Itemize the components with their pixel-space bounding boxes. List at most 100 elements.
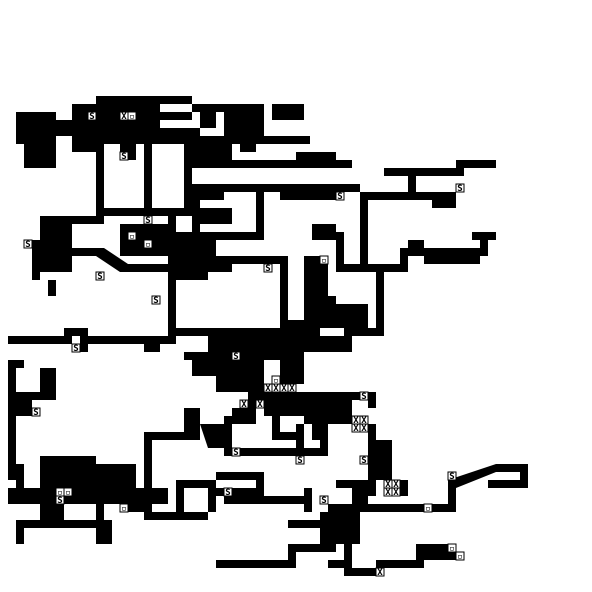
target-tile-glyph: ▫ <box>321 256 326 266</box>
wall <box>96 528 112 544</box>
wall <box>288 520 320 528</box>
crate-tile-glyph: X <box>265 384 271 394</box>
wall <box>248 360 264 408</box>
crate-tile[interactable] <box>287 383 297 393</box>
wall <box>64 328 88 336</box>
wall <box>408 176 416 200</box>
target-tile[interactable] <box>127 111 137 121</box>
start-tile-glyph: S <box>337 192 342 202</box>
wall <box>312 424 328 440</box>
start-tile[interactable] <box>223 487 233 497</box>
target-tile[interactable] <box>455 551 465 561</box>
wall <box>384 168 464 176</box>
wall <box>408 240 424 256</box>
wall <box>360 192 456 200</box>
start-tile[interactable] <box>295 455 305 465</box>
target-tile[interactable] <box>55 487 65 497</box>
wall <box>296 152 336 160</box>
crate-tile[interactable] <box>391 487 401 497</box>
wall <box>216 472 264 480</box>
crate-tile-glyph: X <box>241 400 247 410</box>
wall <box>176 232 200 272</box>
wall <box>192 184 360 192</box>
crate-tile[interactable] <box>255 399 265 409</box>
start-tile[interactable] <box>119 151 129 161</box>
start-tile-glyph: S <box>121 152 126 162</box>
wall <box>200 424 232 448</box>
wall <box>32 240 40 280</box>
crate-tile[interactable] <box>239 399 249 409</box>
start-tile-glyph: S <box>449 472 454 482</box>
wall <box>176 272 208 280</box>
target-tile[interactable] <box>271 375 281 385</box>
wall <box>480 240 488 256</box>
start-tile[interactable] <box>359 455 369 465</box>
wall <box>216 256 288 264</box>
wall <box>144 512 208 520</box>
target-tile-glyph: ▫ <box>65 488 70 498</box>
start-tile[interactable] <box>455 183 465 193</box>
crate-tile-glyph: X <box>121 112 127 122</box>
start-tile[interactable] <box>359 391 369 401</box>
wall <box>176 328 288 336</box>
start-tile[interactable] <box>447 471 457 481</box>
wall <box>8 488 168 504</box>
wall <box>280 192 336 200</box>
wall <box>192 128 200 160</box>
target-tile[interactable] <box>127 231 137 241</box>
wall <box>264 392 376 400</box>
start-tile-glyph: S <box>73 344 78 354</box>
wall <box>160 112 192 120</box>
wall <box>120 504 144 512</box>
wall <box>296 424 304 456</box>
target-tile[interactable] <box>119 503 129 513</box>
wall <box>96 504 104 520</box>
start-tile[interactable] <box>23 239 33 249</box>
wall <box>144 96 192 104</box>
start-tile-glyph: S <box>361 456 366 466</box>
wall <box>288 544 336 552</box>
crate-tile[interactable] <box>359 423 369 433</box>
wall <box>192 200 200 232</box>
target-tile[interactable] <box>423 503 433 513</box>
start-tile[interactable] <box>151 295 161 305</box>
wall <box>64 216 104 224</box>
crate-tile-glyph: X <box>361 416 367 426</box>
start-tile[interactable] <box>31 407 41 417</box>
target-tile[interactable] <box>319 255 329 265</box>
target-tile-glyph: ▫ <box>121 504 126 514</box>
start-tile[interactable] <box>87 111 97 121</box>
wall <box>320 304 368 328</box>
start-tile[interactable] <box>231 351 241 361</box>
crate-tile-glyph: X <box>385 480 391 490</box>
wall <box>176 488 184 512</box>
maze-walls <box>8 96 528 576</box>
wall <box>304 488 312 512</box>
crate-tile[interactable] <box>375 567 385 577</box>
wall <box>256 192 264 232</box>
wall <box>328 560 352 568</box>
crate-tile-glyph: X <box>257 400 263 410</box>
start-tile[interactable] <box>263 263 273 273</box>
wall <box>216 560 296 568</box>
wall <box>448 464 496 488</box>
wall <box>424 248 480 264</box>
start-tile[interactable] <box>335 191 345 201</box>
start-tile[interactable] <box>231 447 241 457</box>
wall <box>200 136 310 144</box>
wall <box>24 120 56 168</box>
target-tile-glyph: ▫ <box>273 376 278 386</box>
start-tile[interactable] <box>95 271 105 281</box>
target-tile[interactable] <box>143 239 153 249</box>
wall <box>96 144 104 216</box>
wall <box>344 568 384 576</box>
start-tile[interactable] <box>319 495 329 505</box>
target-tile[interactable] <box>447 543 457 553</box>
wall <box>472 232 496 240</box>
crate-tile-glyph: X <box>377 568 383 578</box>
start-tile[interactable] <box>71 343 81 353</box>
wall <box>144 440 152 512</box>
start-tile[interactable] <box>143 215 153 225</box>
